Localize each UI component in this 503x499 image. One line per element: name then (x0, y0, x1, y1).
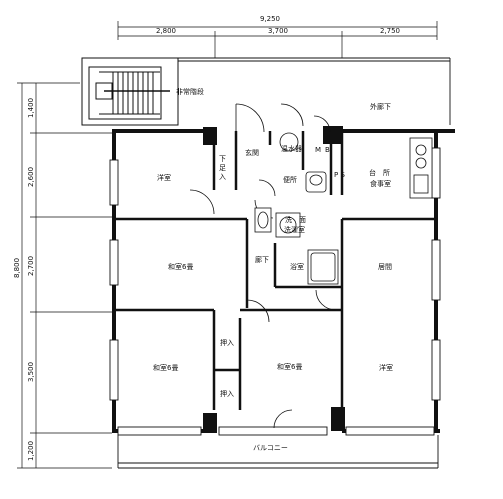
toilet-label: 便所 (283, 175, 297, 184)
dimension-lines (17, 21, 438, 469)
dim-top-total: 9,250 (260, 15, 280, 23)
kitchen-dining-label-1: 台 所 (369, 168, 390, 177)
western-room-bottom-label: 洋室 (379, 363, 393, 372)
dim-left-seg-5: 1,200 (27, 441, 35, 461)
dim-left-total: 8,800 (13, 258, 21, 278)
outer-corridor-label: 外廊下 (370, 102, 391, 111)
water-heater-label: 温水器 (281, 144, 302, 153)
closet-1-label: 押入 (220, 338, 234, 347)
bath-label: 浴室 (290, 262, 304, 271)
japanese-room-1-label: 和室6畳 (168, 262, 193, 271)
emergency-stairs-label: 非常階段 (176, 87, 204, 96)
balcony-railing (117, 435, 439, 469)
dim-top-seg-2: 3,700 (268, 27, 288, 35)
shoe-closet-label-2: 足 (219, 164, 226, 172)
hallway-label: 廊下 (255, 255, 269, 264)
mb-label-b: B (325, 146, 330, 154)
outer-corridor-railing (178, 57, 451, 125)
dim-left-seg-1: 1,400 (27, 98, 35, 118)
kitchen-dining-label-2: 食事室 (370, 179, 391, 188)
dim-top-seg-3: 2,750 (380, 27, 400, 35)
dim-left-seg-4: 3,500 (27, 362, 35, 382)
shoe-closet-label-1: 下 (219, 155, 226, 163)
japanese-room-2-label: 和室6畳 (153, 363, 178, 372)
shoe-closet-label-3: 入 (219, 173, 226, 181)
japanese-room-3-label: 和室6畳 (277, 362, 302, 371)
western-room-top-label: 洋室 (157, 173, 171, 182)
entrance-label: 玄関 (245, 148, 259, 157)
balcony-label: バルコニー (253, 444, 288, 452)
ps-label: P S (334, 171, 345, 179)
dim-left-seg-2: 2,600 (27, 167, 35, 187)
mb-label-m: M (315, 146, 321, 154)
closet-2-label: 押入 (220, 389, 234, 398)
columns (203, 126, 345, 433)
washroom-label-2: 洗濯室 (284, 225, 305, 234)
fixtures (254, 132, 433, 285)
washroom-label-1: 洗 面 (285, 215, 306, 224)
living-label: 居間 (378, 263, 392, 271)
dim-left-seg-3: 2,700 (27, 256, 35, 276)
emergency-stairs-block (81, 57, 179, 126)
dim-top-seg-1: 2,800 (156, 27, 176, 35)
windows (109, 147, 441, 436)
